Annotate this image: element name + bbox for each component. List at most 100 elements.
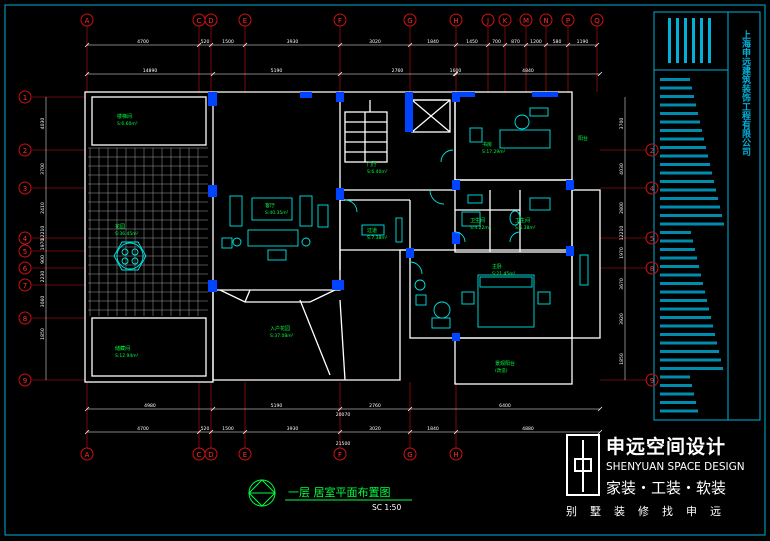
axis-label: D	[208, 17, 213, 25]
room-area: (改造)	[495, 367, 508, 374]
dimension-label: 4980	[144, 403, 156, 409]
dimension-tick	[485, 42, 491, 48]
title-block-line	[660, 137, 704, 141]
dimension-tick	[407, 42, 413, 48]
drawing-title: 一层 居室平面布置图	[288, 485, 391, 499]
room-area: S:40.35m²	[265, 210, 289, 216]
garden-paving	[88, 147, 208, 316]
brand-name: 申远空间设计	[606, 436, 727, 458]
axis-label: 4	[650, 185, 655, 193]
room-labels: 楼梯间S:6.60m²花园S:36.45m²储藏间S:12.94m²客厅S:40…	[115, 113, 588, 374]
dimension-tick	[543, 42, 549, 48]
room-label: 景观阳台(改造)	[495, 360, 515, 374]
axis-label: K	[503, 17, 508, 25]
dimension-label: 2800	[619, 202, 625, 214]
axis-bubble	[18, 278, 32, 292]
axis-bubble	[645, 231, 659, 245]
dimension-label: 3920	[619, 313, 625, 325]
title-block-line	[660, 154, 708, 158]
axis-label: H	[453, 17, 458, 25]
axis-bubble	[519, 13, 533, 27]
dimension-label: 14890	[143, 68, 158, 74]
title-block-line	[660, 384, 692, 387]
dimension-tick	[242, 42, 248, 48]
dimension-tick	[453, 71, 459, 77]
dimension-label: 4700	[137, 39, 149, 45]
title-block-line	[660, 333, 715, 336]
dimension-label: 1970	[40, 239, 46, 251]
axis-label: A	[85, 451, 90, 459]
axis-bubble	[590, 13, 604, 27]
axis-bubble	[18, 90, 32, 104]
title-block-line	[660, 409, 698, 413]
title-block-line	[660, 222, 724, 226]
title-block-line	[660, 120, 700, 124]
dimension-label: 4030	[40, 118, 46, 130]
title-block-line	[660, 171, 712, 175]
furniture	[113, 107, 589, 329]
dimension-label: 1850	[619, 353, 625, 365]
dimension-tick	[84, 42, 90, 48]
axis-label: E	[243, 451, 247, 459]
brand-block: 申远空间设计 SHENYUAN SPACE DESIGN 家装・工装・软装 别墅…	[566, 432, 766, 522]
axis-bubble	[403, 13, 417, 27]
axis-bubble	[18, 311, 32, 325]
title-block-line	[660, 401, 696, 404]
title-block-line	[660, 316, 711, 319]
dimension-label: 4840	[522, 68, 534, 74]
room-label: 主卧S:21.45m²	[492, 263, 516, 277]
axis-label: M	[523, 17, 529, 25]
axis-label: 5	[23, 248, 27, 256]
dimension-label: 3930	[287, 426, 299, 432]
room-label: 客厅S:40.35m²	[265, 202, 289, 216]
room-label: 花园S:36.45m²	[115, 223, 139, 237]
axis-label: C	[197, 17, 202, 25]
dimension-label: 3020	[369, 426, 381, 432]
axis-bubble	[333, 13, 347, 27]
axis-label: N	[543, 17, 548, 25]
dimension-tick	[337, 71, 343, 77]
axis-bubble	[403, 447, 417, 461]
dimension-label: 1500	[222, 426, 234, 432]
title-block-line	[676, 18, 679, 63]
dimension-tick	[242, 429, 248, 435]
room-area: S:17.29m²	[482, 149, 506, 155]
room-name: 过道	[367, 227, 377, 234]
title-block-line	[660, 324, 713, 328]
axis-bubble	[80, 447, 94, 461]
dimension-label: 3060	[40, 296, 46, 308]
axis-bubble	[645, 181, 659, 195]
dimension-label: 1840	[427, 426, 439, 432]
room-area: S:7.38m²	[367, 235, 388, 241]
axis-label: 5	[650, 235, 654, 243]
axis-bubble	[481, 13, 495, 27]
dimension-label: 21500	[336, 441, 351, 447]
room-area: S:4.22m²	[470, 225, 491, 231]
title-block-line	[660, 239, 693, 243]
dimension-label: 1600	[450, 68, 462, 74]
dimension-tick	[594, 42, 600, 48]
dimension-tick	[210, 406, 216, 412]
axis-bubble	[539, 13, 553, 27]
brand-tagline: 别墅装修找申远	[566, 505, 734, 518]
dimension-label: 520	[201, 426, 210, 432]
axis-label: 6	[23, 265, 28, 273]
axis-label: 8	[650, 265, 654, 273]
dimension-tick	[502, 42, 508, 48]
title-block-line	[660, 248, 695, 251]
axis-bubble	[18, 373, 32, 387]
dimension-label: 3930	[287, 39, 299, 45]
title-block-line	[660, 367, 723, 370]
title-block-line	[700, 18, 703, 63]
dimension-label: 1840	[427, 39, 439, 45]
room-area: S:6.60m²	[117, 121, 138, 127]
room-label: 过道S:7.38m²	[367, 227, 388, 241]
axis-bubble	[333, 447, 347, 461]
title-block-line	[660, 188, 716, 192]
dimension-label: 3700	[40, 163, 46, 175]
dimension-tick	[597, 71, 603, 77]
dimension-tick	[452, 71, 458, 77]
room-area: S:6.40m²	[367, 169, 388, 175]
